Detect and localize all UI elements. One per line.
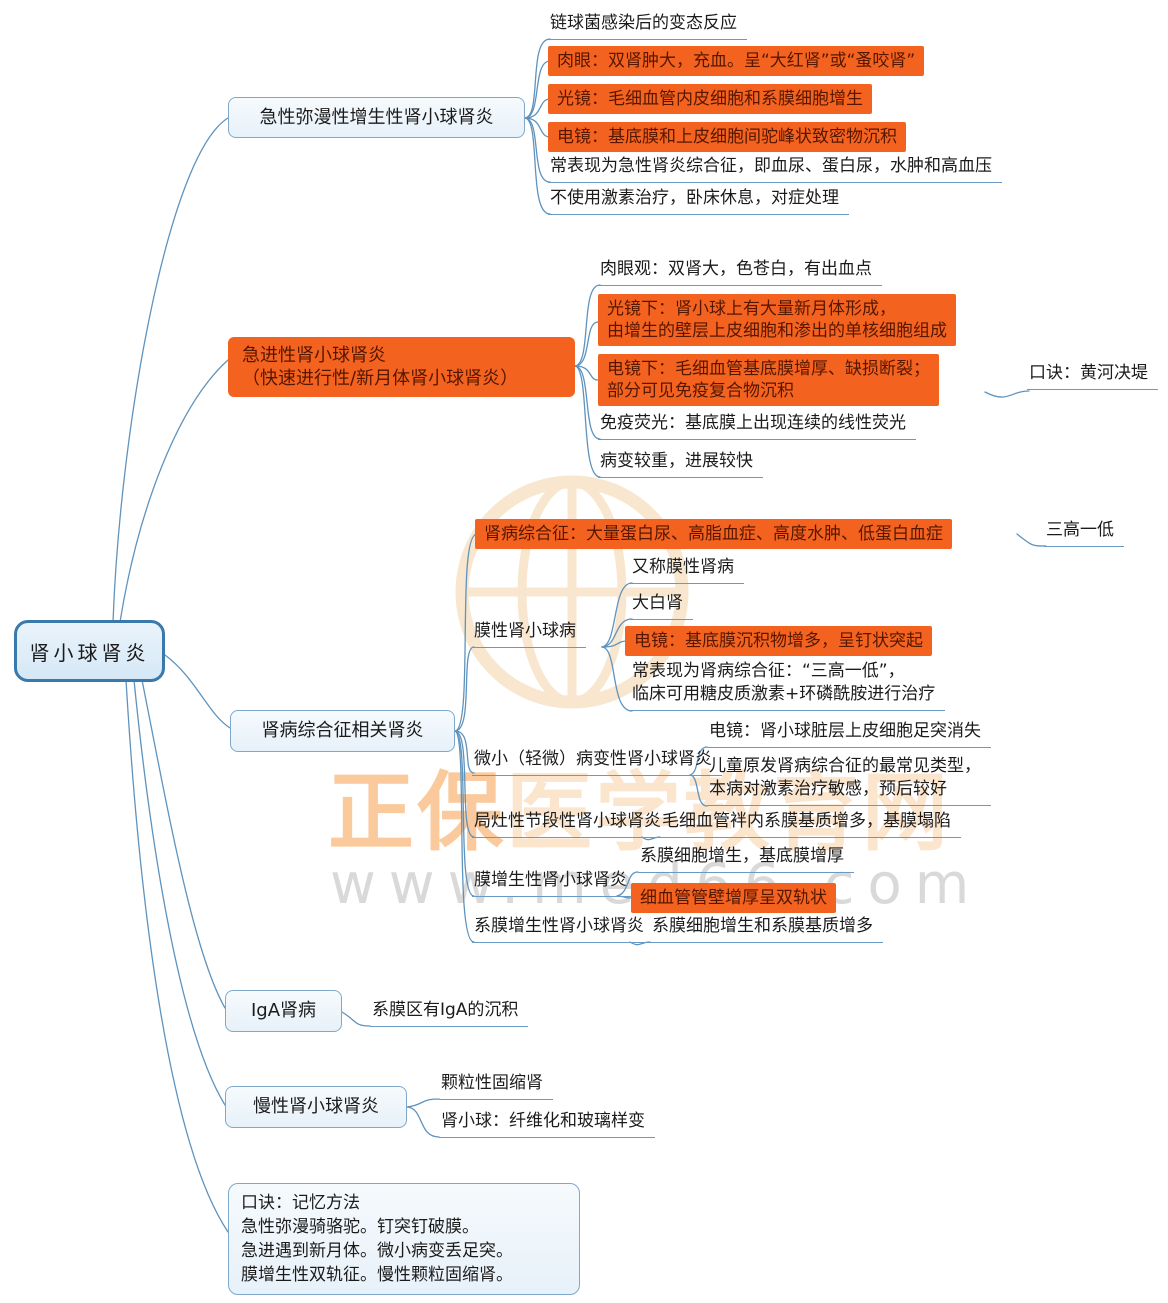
node-mnemonic-box[interactable]: 口诀：记忆方法 急性弥漫骑骆驼。钉突钉破膜。 急进遇到新月体。微小病变丢足突。 … [228, 1183, 580, 1295]
node-focal[interactable]: 局灶性节段性肾小球肾炎 [472, 810, 671, 838]
node-membranoproliferative-light[interactable]: 系膜细胞增生，基底膜增厚 [638, 845, 854, 873]
node-minimal-note[interactable]: 儿童原发肾病综合征的最常见类型， 本病对激素治疗敏感，预后较好 [707, 755, 991, 806]
node-mnemonic-text: 口诀：记忆方法 急性弥漫骑骆驼。钉突钉破膜。 急进遇到新月体。微小病变丢足突。 … [241, 1193, 513, 1285]
node-membranoproliferative[interactable]: 膜增生性肾小球肾炎 [472, 869, 637, 897]
node-acute-light[interactable]: 光镜：毛细血管内皮细胞和系膜细胞增生 [548, 84, 872, 114]
node-membranous-alias[interactable]: 又称膜性肾病 [630, 556, 744, 584]
node-nephrotic[interactable]: 肾病综合征相关肾炎 [230, 710, 455, 752]
watermark-brand-left: 正保 [328, 763, 506, 863]
node-chronic-gross[interactable]: 颗粒性固缩肾 [439, 1072, 553, 1100]
node-chronic-label: 慢性肾小球肾炎 [253, 1096, 379, 1117]
node-rapid-course[interactable]: 病变较重，进展较快 [598, 450, 763, 478]
node-rapid-mnemonic[interactable]: 口诀：黄河决堤 [1027, 362, 1158, 390]
node-acute-presentation[interactable]: 常表现为急性肾炎综合征，即血尿、蛋白尿，水肿和高血压 [548, 155, 1002, 183]
node-rapid-light[interactable]: 光镜下：肾小球上有大量新月体形成， 由增生的壁层上皮细胞和渗出的单核细胞组成 [598, 294, 956, 346]
node-rapid-gross[interactable]: 肉眼观：双肾大，色苍白，有出血点 [598, 258, 882, 286]
node-nephrotic-label: 肾病综合征相关肾炎 [261, 720, 424, 741]
root-node[interactable]: 肾小球肾炎 [14, 620, 165, 682]
node-iga[interactable]: IgA肾病 [225, 990, 342, 1032]
node-iga-note[interactable]: 系膜区有IgA的沉积 [370, 999, 529, 1027]
node-acute-label: 急性弥漫性增生性肾小球肾炎 [259, 106, 494, 128]
node-nephrotic-definition[interactable]: 肾病综合征：大量蛋白尿、高脂血症、高度水肿、低蛋白血症 [475, 519, 952, 549]
node-membranous-electron[interactable]: 电镜：基底膜沉积物增多，呈钉状突起 [625, 626, 932, 656]
root-label: 肾小球肾炎 [29, 640, 150, 665]
node-mesangial-note[interactable]: 系膜细胞增生和系膜基质增多 [650, 915, 883, 943]
node-membranous-presentation[interactable]: 常表现为肾病综合征：“三高一低”， 临床可用糖皮质激素+环磷酰胺进行治疗 [630, 660, 946, 711]
node-nephrotic-tag[interactable]: 三高一低 [1044, 519, 1124, 547]
node-focal-note[interactable]: 毛细血管袢内系膜基质增多，基膜塌陷 [660, 810, 961, 838]
node-rapid[interactable]: 急进性肾小球肾炎 （快速进行性/新月体肾小球肾炎） [228, 337, 575, 397]
node-minimal-electron[interactable]: 电镜：肾小球脏层上皮细胞足突消失 [707, 720, 991, 748]
node-acute-treatment[interactable]: 不使用激素治疗，卧床休息，对症处理 [548, 187, 849, 215]
node-chronic-glomeruli[interactable]: 肾小球：纤维化和玻璃样变 [439, 1110, 655, 1138]
node-membranous[interactable]: 膜性肾小球病 [472, 620, 586, 648]
node-chronic[interactable]: 慢性肾小球肾炎 [225, 1086, 407, 1128]
node-acute[interactable]: 急性弥漫性增生性肾小球肾炎 [228, 97, 525, 138]
node-membranous-gross[interactable]: 大白肾 [630, 592, 693, 620]
node-minimal[interactable]: 微小（轻微）病变性肾小球肾炎 [472, 748, 722, 776]
watermark-brand-text: 正保医学教育网 [328, 742, 951, 867]
node-membranoproliferative-double-track[interactable]: 细血管管壁增厚呈双轨状 [631, 883, 836, 913]
node-iga-label: IgA肾病 [250, 1000, 317, 1021]
node-rapid-electron[interactable]: 电镜下：毛细血管基底膜增厚、缺损断裂； 部分可见免疫复合物沉积 [598, 354, 939, 406]
node-mesangial[interactable]: 系膜增生性肾小球肾炎 [472, 915, 654, 943]
node-acute-electron[interactable]: 电镜：基底膜和上皮细胞间驼峰状致密物沉积 [548, 122, 906, 152]
watermark-brand-right: 医学教育网 [506, 763, 951, 863]
node-rapid-immunofluorescence[interactable]: 免疫荧光：基底膜上出现连续的线性荧光 [598, 412, 916, 440]
node-acute-gross[interactable]: 肉眼：双肾肿大，充血。呈“大红肾”或“蚤咬肾” [548, 46, 925, 76]
node-acute-cause[interactable]: 链球菌感染后的变态反应 [548, 12, 747, 40]
